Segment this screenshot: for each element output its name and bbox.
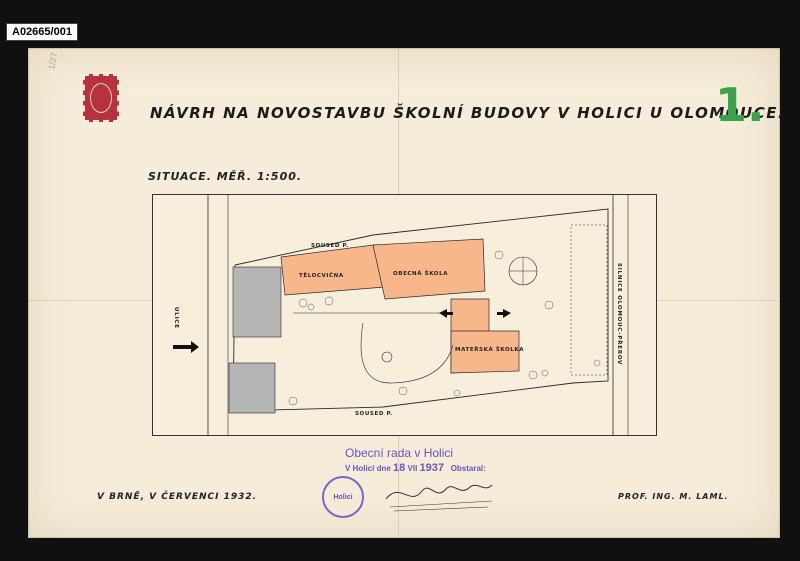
- revenue-stamp-icon: [83, 74, 119, 122]
- arrow-right-entrance-icon: [439, 309, 453, 318]
- label-obecna-skola: OBECNÁ ŠKOLA: [393, 270, 448, 277]
- neighbour-building-top: [232, 266, 282, 338]
- site-plan: TĚLOCVIČNA OBECNÁ ŠKOLA MATEŘSKÁ ŠKOLKA …: [152, 194, 657, 436]
- primary-school-building: [372, 238, 486, 300]
- author-name: PROF. ING. M. LAML.: [618, 492, 729, 501]
- label-soused-top: SOUSED P.: [311, 243, 349, 249]
- label-ulice: ULICE: [173, 307, 179, 329]
- arrow-left-kindergarten-icon: [497, 309, 511, 318]
- label-materska-skolka: MATEŘSKÁ ŠKOLKA: [455, 346, 524, 353]
- drawing-title: NÁVRH NA NOVOSTAVBU ŠKOLNÍ BUDOVY V HOLI…: [150, 104, 786, 122]
- neighbour-building-bottom: [228, 362, 276, 414]
- site-plan-drawing: TĚLOCVIČNA OBECNÁ ŠKOLA MATEŘSKÁ ŠKOLKA …: [153, 195, 656, 435]
- arrow-left-entrance-icon: [173, 341, 199, 353]
- label-soused-bottom: SOUSED P.: [355, 411, 393, 417]
- drawing-subtitle: SITUACE. MĚŘ. 1:500.: [148, 170, 303, 183]
- place-and-date: V BRNĚ, V ČERVENCI 1932.: [97, 492, 258, 502]
- label-silnice: SILNICE OLOMOUC-PŘEROV: [616, 263, 623, 365]
- sheet-number: 1.: [715, 78, 765, 132]
- reference-label: A02665/001: [6, 23, 78, 41]
- council-stamp-date: V Holici dne 18 VII 1937 Obstaral:: [345, 462, 486, 474]
- council-seal-icon: Holici: [322, 476, 364, 518]
- signature-icon: [385, 484, 493, 512]
- council-stamp-name: Obecní rada v Holici: [345, 446, 454, 460]
- label-telocvicna: TĚLOCVIČNA: [299, 271, 344, 279]
